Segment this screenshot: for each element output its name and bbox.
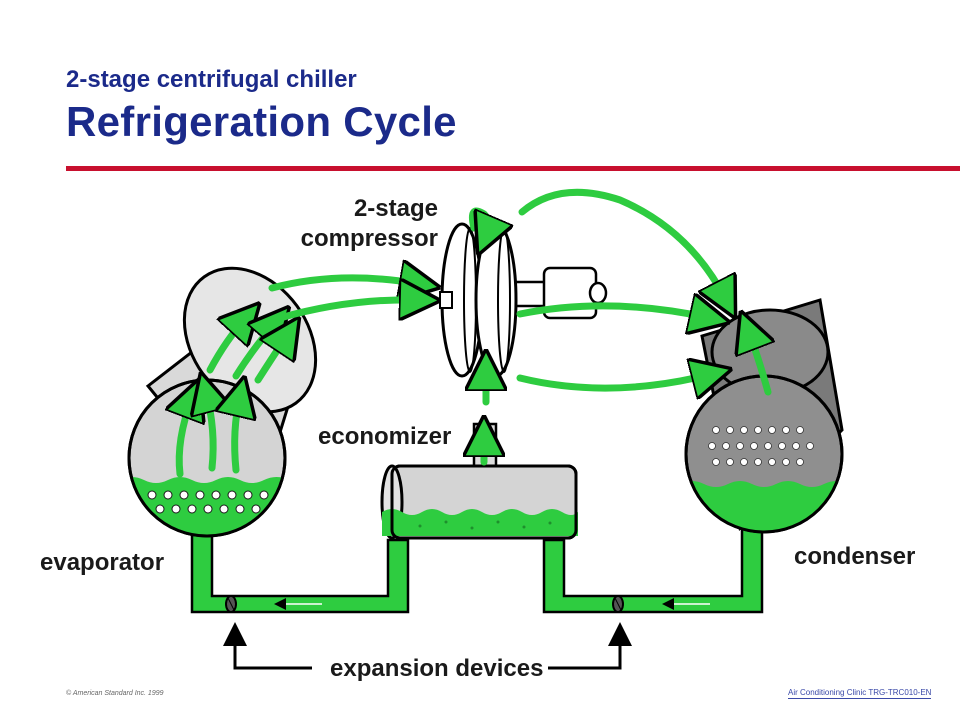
economizer-label: economizer <box>318 423 451 450</box>
compressor-label-line2: compressor <box>301 225 438 252</box>
title-rule <box>66 166 960 171</box>
course-footer: Air Conditioning Clinic TRG-TRC010-EN <box>788 688 932 699</box>
economizer-vessel <box>380 424 578 540</box>
expansion-devices-label: expansion devices <box>330 655 543 682</box>
expansion-device-right <box>612 595 624 613</box>
expansion-device-left <box>225 595 237 613</box>
condenser-shell <box>684 298 844 534</box>
copyright-footer: © American Standard Inc. 1999 <box>66 690 164 697</box>
slide-title: Refrigeration Cycle <box>66 98 457 145</box>
condenser-label: condenser <box>794 543 915 570</box>
two-stage-compressor <box>439 222 608 378</box>
evaporator-shell <box>127 266 318 538</box>
liquid-piping <box>190 526 764 614</box>
slide-subtitle: 2-stage centrifugal chiller <box>66 66 357 93</box>
evaporator-label: evaporator <box>40 549 164 576</box>
expansion-callout <box>223 622 632 670</box>
compressor-label-line1: 2-stage <box>354 195 438 222</box>
vapor-flow-arrows <box>268 188 726 406</box>
